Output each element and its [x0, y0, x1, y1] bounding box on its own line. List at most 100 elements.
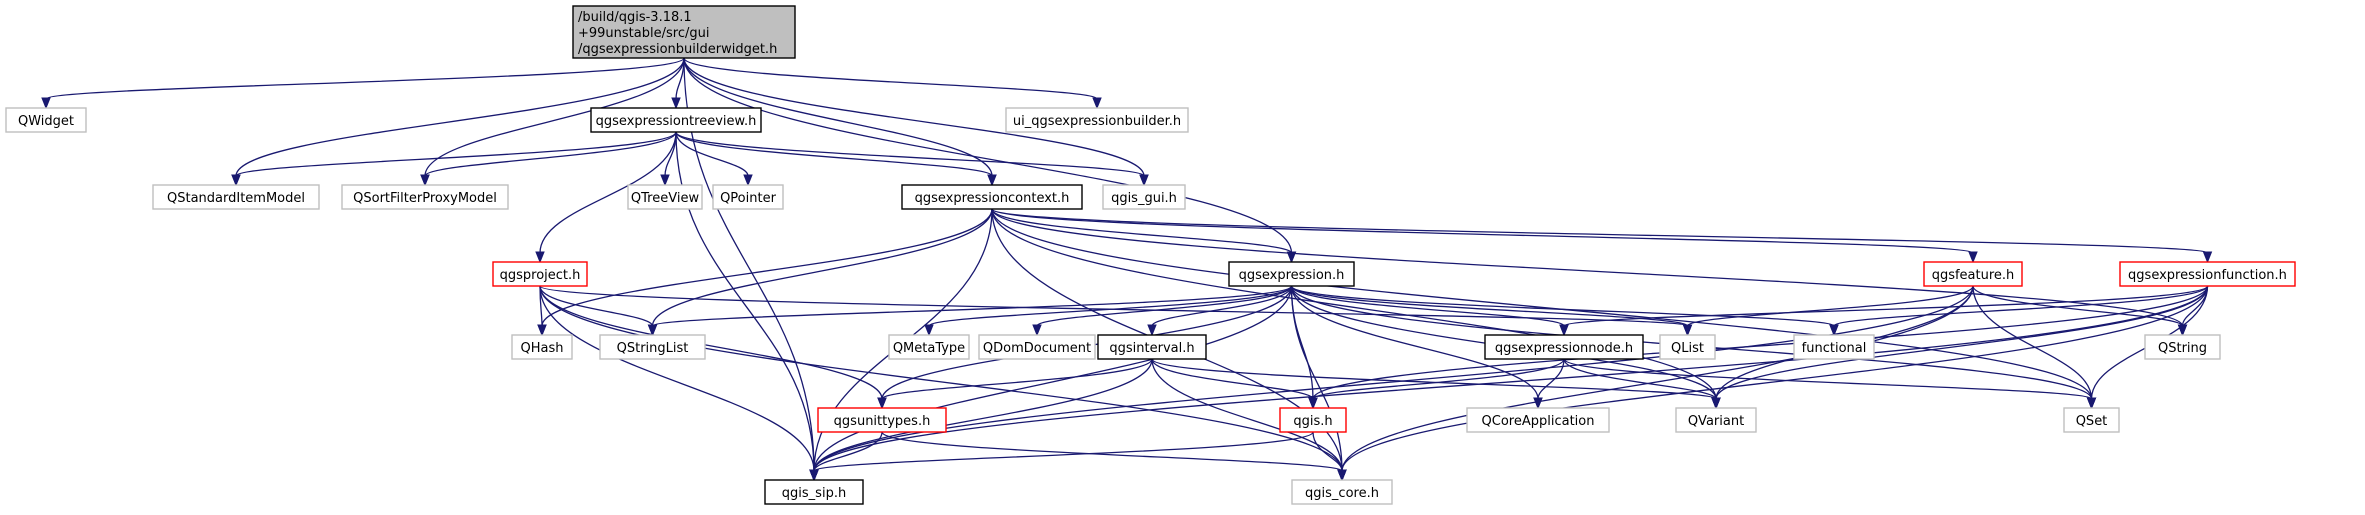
node-label: qgsexpression.h — [1239, 268, 1345, 283]
node-label: QList — [1671, 341, 1704, 356]
node-label: +99unstable/src/gui — [578, 26, 709, 41]
edge-line — [539, 285, 815, 472]
node-box — [764, 479, 864, 505]
edge-context_h-to-qstringlist — [647, 208, 993, 337]
edge-node_h-to-qgis_h — [1308, 358, 1565, 410]
edge-expression_h-to-node_h — [1290, 285, 1569, 337]
node-ui_builder: ui_qgsexpressionbuilder.h — [1005, 107, 1189, 133]
node-qgis_sip[interactable]: qgis_sip.h — [764, 479, 864, 505]
edge-line — [1341, 285, 2209, 472]
arrowhead — [671, 97, 681, 110]
node-box — [2119, 261, 2296, 287]
edge-expression_h-to-qstringlist — [647, 285, 1293, 337]
edge-treeview_h-to-qgis_gui — [675, 131, 1149, 187]
edge-line — [1151, 285, 1293, 327]
node-label: qgsinterval.h — [1109, 341, 1194, 356]
edge-line — [813, 285, 2209, 472]
node-project_h[interactable]: qgsproject.h — [492, 261, 588, 287]
arrowhead — [1147, 324, 1157, 337]
node-qset: QSet — [2063, 407, 2120, 433]
node-box — [888, 334, 970, 360]
edge-line — [1290, 285, 1343, 472]
edge-line — [1312, 358, 1565, 400]
node-box — [1675, 407, 1757, 433]
node-functional: functional — [1793, 334, 1875, 360]
node-box — [1097, 334, 1207, 360]
node-box — [1228, 261, 1355, 287]
edge-treeview_h-to-qgis_sip — [675, 131, 819, 482]
node-qstandarditemmodel: QStandardItemModel — [152, 184, 320, 210]
node-label: QStandardItemModel — [167, 191, 305, 206]
node-qhash: QHash — [511, 334, 573, 360]
node-label: qgsexpressiontreeview.h — [596, 114, 757, 129]
edge-unittypes_h-to-qgis_core — [881, 431, 1347, 482]
node-box — [1279, 407, 1347, 433]
edge-line — [1972, 285, 2184, 327]
edge-line — [1036, 285, 1293, 327]
arrowhead — [647, 324, 658, 337]
node-qcoreapp: QCoreApplication — [1466, 407, 1610, 433]
edge-function_h-to-qvariant — [1711, 285, 2209, 410]
node-label: qgis_sip.h — [782, 486, 846, 501]
node-qlist: QList — [1659, 334, 1716, 360]
edge-line — [991, 208, 2209, 254]
edge-treeview_h-to-qtreeview — [660, 131, 677, 187]
edge-context_h-to-feature_h — [991, 208, 1978, 264]
node-root[interactable]: /build/qgis-3.18.1+99unstable/src/gui/qg… — [572, 5, 796, 59]
edge-expression_h-to-qmetatype — [924, 285, 1293, 337]
edge-qgis_h-to-qgis_core — [1312, 431, 1347, 482]
edge-line — [539, 285, 1343, 472]
arrowhead — [1533, 397, 1543, 410]
node-qgis_h[interactable]: qgis.h — [1279, 407, 1347, 433]
edge-project_h-to-unittypes_h — [539, 285, 887, 410]
node-qstringlist: QStringList — [599, 334, 706, 360]
edge-line — [1290, 285, 1539, 400]
node-feature_h[interactable]: qgsfeature.h — [1923, 261, 2023, 287]
node-box — [627, 184, 703, 210]
edge-line — [235, 57, 685, 177]
edge-line — [813, 431, 1314, 472]
node-box — [341, 184, 509, 210]
node-box — [599, 334, 706, 360]
node-qgis_gui: qgis_gui.h — [1102, 184, 1186, 210]
node-unittypes_h[interactable]: qgsunittypes.h — [817, 407, 947, 433]
arrowhead — [231, 174, 241, 187]
arrowhead — [660, 174, 670, 187]
node-qtreeview: QTreeView — [627, 184, 703, 210]
node-label: qgsexpressioncontext.h — [915, 191, 1070, 206]
arrowhead — [537, 324, 547, 337]
edge-line — [683, 57, 993, 177]
edge-function_h-to-functional — [1829, 285, 2209, 337]
node-label: QSortFilterProxyModel — [353, 191, 497, 206]
node-label: ui_qgsexpressionbuilder.h — [1013, 114, 1181, 129]
edge-line — [683, 57, 1293, 254]
node-box — [1466, 407, 1610, 433]
node-qpointer: QPointer — [712, 184, 784, 210]
node-box — [1793, 334, 1875, 360]
node-box — [5, 107, 87, 133]
node-interval_h[interactable]: qgsinterval.h — [1097, 334, 1207, 360]
node-label: QWidget — [18, 114, 74, 129]
node-box — [1923, 261, 2023, 287]
edge-line — [1972, 285, 2093, 400]
node-treeview_h[interactable]: qgsexpressiontreeview.h — [590, 107, 762, 133]
node-label: qgsunittypes.h — [834, 414, 931, 429]
node-function_h[interactable]: qgsexpressionfunction.h — [2119, 261, 2296, 287]
node-label: QVariant — [1688, 414, 1744, 429]
edge-line — [1290, 285, 1314, 400]
arrowhead — [1032, 324, 1042, 337]
edge-line — [424, 131, 677, 177]
node-expression_h[interactable]: qgsexpression.h — [1228, 261, 1355, 287]
edge-node_h-to-qset — [1563, 358, 2097, 410]
node-node_h[interactable]: qgsexpressionnode.h — [1484, 334, 1644, 360]
edge-line — [991, 208, 1717, 400]
node-label: /qgsexpressionbuilderwidget.h — [578, 42, 777, 57]
edge-expression_h-to-qgis_sip — [809, 285, 1293, 482]
node-label: qgsfeature.h — [1932, 268, 2015, 283]
arrowhead — [743, 174, 753, 187]
node-context_h[interactable]: qgsexpressioncontext.h — [901, 184, 1083, 210]
nodes: /build/qgis-3.18.1+99unstable/src/gui/qg… — [5, 5, 2296, 505]
edge-line — [1312, 285, 2209, 400]
node-label: QTreeView — [631, 191, 700, 206]
